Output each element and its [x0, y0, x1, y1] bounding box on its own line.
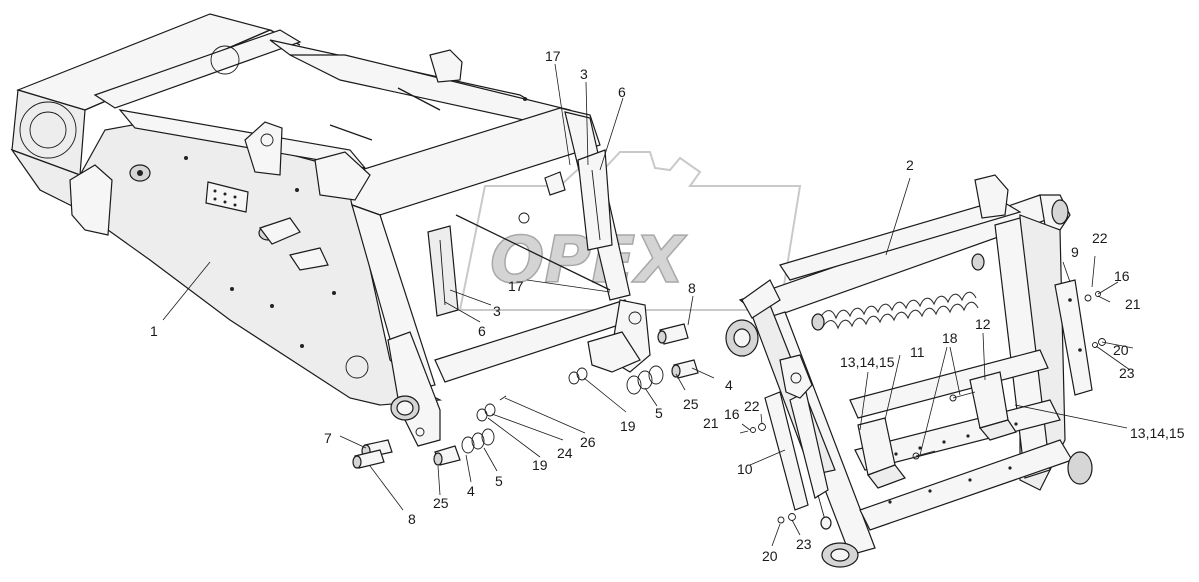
callout-3-top: 3: [580, 66, 588, 82]
callout-4-right: 4: [725, 377, 733, 393]
callout-20-bottom: 20: [762, 548, 778, 564]
callout-6-mid: 6: [478, 323, 486, 339]
gusset-plates: [857, 371, 1017, 489]
callout-16-left: 16: [724, 406, 740, 422]
callout-22-right: 22: [1092, 230, 1108, 246]
callout-17-top: 17: [545, 48, 561, 64]
callout-12: 12: [975, 316, 991, 332]
callout-11: 11: [910, 344, 925, 360]
callout-26: 26: [580, 434, 596, 450]
bolts-18: [912, 391, 976, 460]
callout-23-bottom: 23: [796, 536, 812, 552]
callout-5-left: 5: [495, 473, 503, 489]
callout-16-right: 16: [1114, 268, 1130, 284]
callout-1: 1: [150, 323, 158, 339]
callout-2: 2: [906, 157, 914, 173]
main-frame-assembly: [10, 13, 651, 447]
callout-21-right: 21: [1125, 296, 1141, 312]
callout-13-left: 13,14,15: [840, 354, 895, 370]
leader-lines: [162, 63, 1134, 547]
callout-4-left: 4: [467, 483, 475, 499]
callout-13-right: 13,14,15: [1130, 425, 1185, 441]
callout-5-right: 5: [655, 405, 663, 421]
callout-17-mid: 17: [508, 278, 524, 294]
callout-8-left: 8: [408, 511, 416, 527]
callout-8-right: 8: [688, 280, 696, 296]
callout-7: 7: [324, 430, 332, 446]
callout-22-left: 22: [744, 398, 760, 414]
callout-23-right: 23: [1119, 365, 1135, 381]
loose-hardware: [352, 291, 1106, 524]
callout-24: 24: [557, 445, 573, 461]
callout-25-right: 25: [683, 396, 699, 412]
callout-25-left: 25: [433, 495, 449, 511]
callout-labels: 1 2 3 3 4 4 5 5 6 6 7 8 8 9 10 11 12 13,…: [150, 48, 1185, 564]
callout-9: 9: [1071, 244, 1079, 260]
callout-19-right: 19: [620, 418, 636, 434]
callout-20-right: 20: [1113, 342, 1129, 358]
callout-19-left: 19: [532, 457, 548, 473]
callout-3-mid: 3: [493, 303, 501, 319]
callout-6-top: 6: [618, 84, 626, 100]
right-frame-assembly: [725, 174, 1093, 568]
bracket-strip-10: [764, 391, 809, 511]
callout-10: 10: [737, 461, 753, 477]
callout-18: 18: [942, 330, 958, 346]
callout-21-left: 21: [703, 415, 719, 431]
bracket-plate-9: [1054, 279, 1093, 396]
side-plate-parts: [427, 149, 613, 317]
